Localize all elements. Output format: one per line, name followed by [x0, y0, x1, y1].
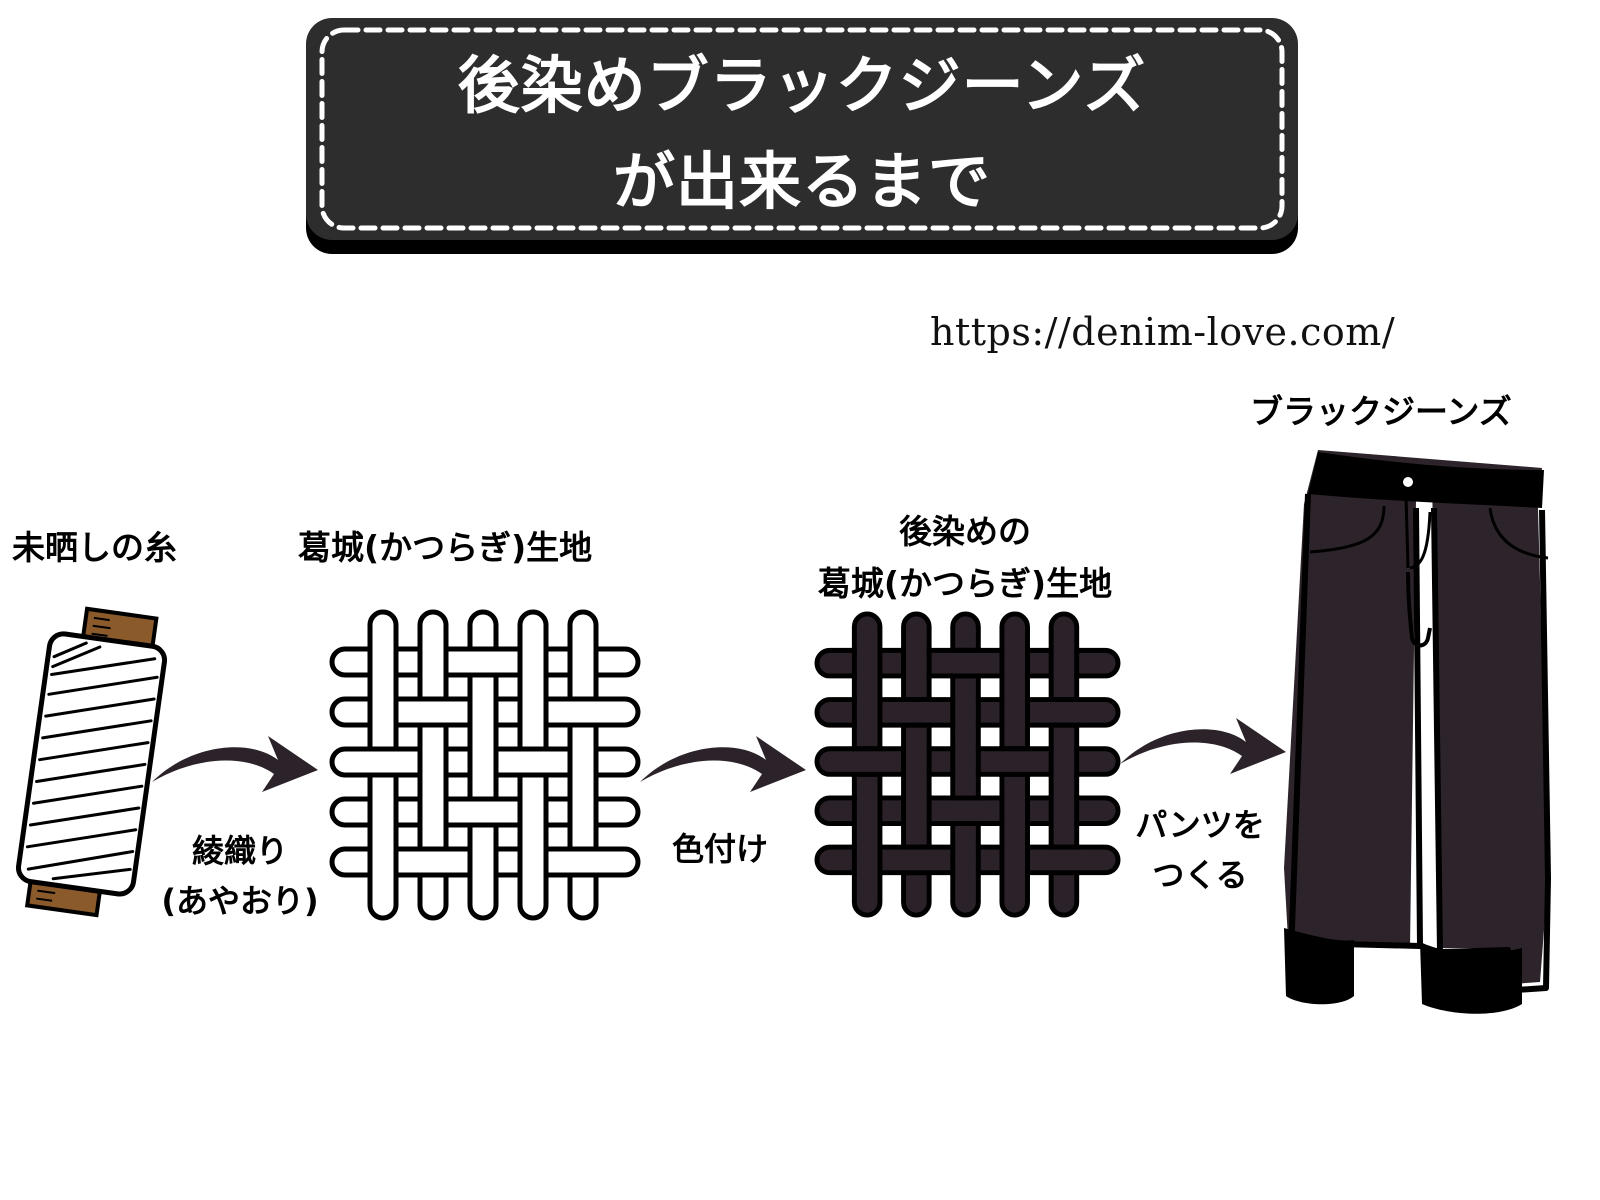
label-dyed-fabric-line-2: 葛城(かつらぎ)生地 — [817, 564, 1113, 603]
title-banner — [306, 18, 1298, 254]
transition-label-weaving: 綾織り (あやおり) — [140, 826, 340, 926]
curved-arrow-icon — [1120, 718, 1286, 774]
label-dyed-fabric: 後染めの 葛城(かつらぎ)生地 — [790, 506, 1140, 610]
black-jeans-icon — [1284, 450, 1551, 1014]
label-jeans: ブラックジーンズ — [1250, 392, 1512, 431]
sewing-line-1: パンツを — [1135, 806, 1265, 844]
white-twill-weave-icon — [329, 609, 641, 921]
weaving-line-2: (あやおり) — [161, 882, 319, 920]
label-yarn: 未晒しの糸 — [12, 528, 177, 567]
title-line-2: が出来るまで — [612, 145, 991, 218]
dark-twill-weave-icon — [814, 611, 1121, 918]
title-line-1: 後染めブラックジーンズ — [457, 49, 1147, 122]
sewing-line-2: つくる — [1152, 856, 1248, 894]
curved-arrow-icon — [152, 736, 318, 792]
transition-label-sewing: パンツを つくる — [1120, 800, 1280, 900]
transition-label-dyeing: 色付け — [671, 830, 768, 868]
source-url: https://denim-love.com/ — [930, 310, 1396, 354]
page-title: 後染めブラックジーンズ が出来るまで — [306, 38, 1298, 230]
label-fabric: 葛城(かつらぎ)生地 — [298, 528, 593, 567]
curved-arrow-icon — [640, 736, 806, 792]
thread-spool-icon — [15, 606, 168, 918]
label-dyed-fabric-line-1: 後染めの — [899, 512, 1031, 551]
weaving-line-1: 綾織り — [191, 832, 288, 870]
